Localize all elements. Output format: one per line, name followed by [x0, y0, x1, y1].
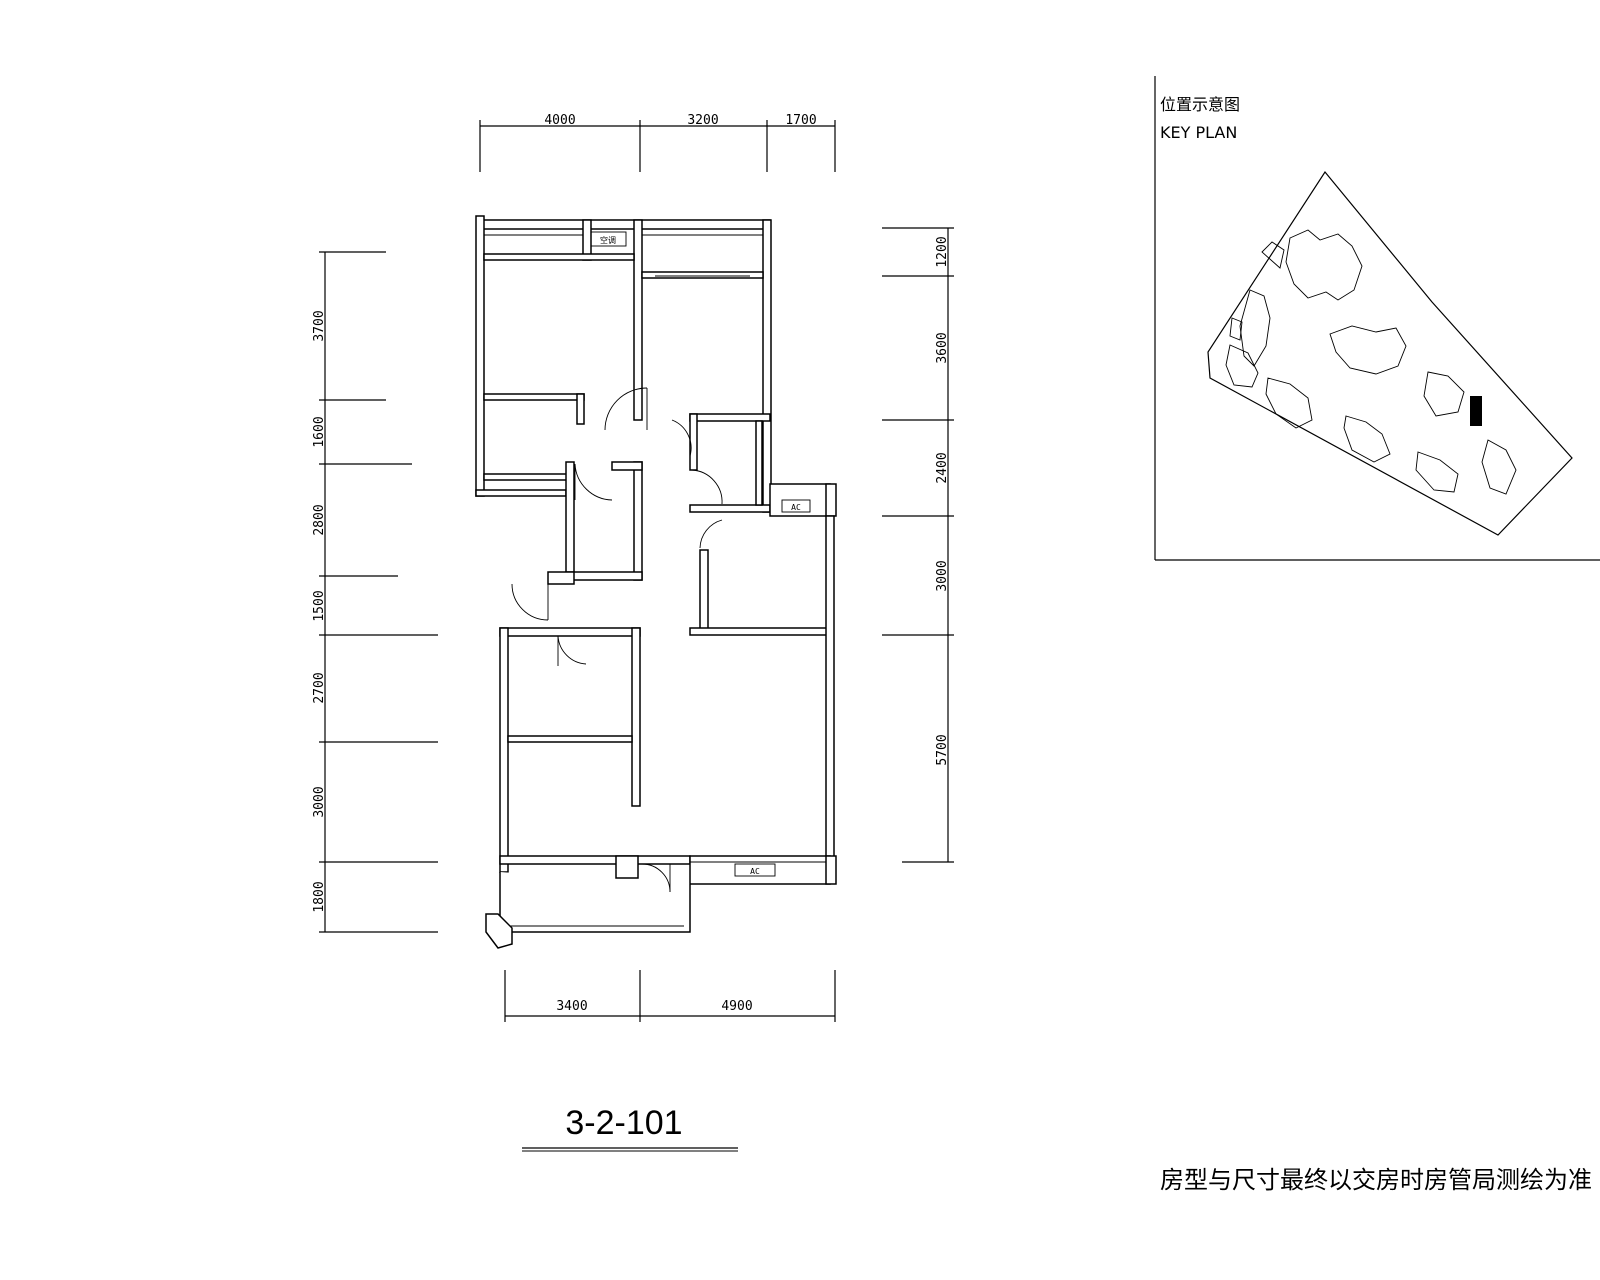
right-dim-2: 3600: [935, 332, 950, 363]
top-dimension-line: 4000 3200 1700: [479, 113, 836, 172]
left-dim-2: 1600: [312, 416, 327, 447]
key-plan-buildings: [1225, 229, 1517, 495]
left-dimension-line: 3700 1600 2800 1500 2700 3000 1800: [312, 251, 438, 933]
top-dim-2: 3200: [687, 113, 718, 128]
right-dimension-line: 1200 3600 2400 3000 5700: [882, 227, 954, 863]
top-dim-3: 1700: [785, 113, 816, 128]
right-dim-3: 2400: [935, 452, 950, 483]
floor-plan: 空调 AC: [475, 215, 837, 949]
left-dim-4: 1500: [312, 590, 327, 621]
bottom-dim-2: 4900: [721, 999, 752, 1014]
unit-label: 3-2-101: [565, 1104, 682, 1142]
left-dim-6: 3000: [312, 786, 327, 817]
ac-label-east: AC: [791, 503, 801, 512]
left-dim-5: 2700: [312, 672, 327, 703]
key-plan-title-cn: 位置示意图: [1160, 95, 1240, 114]
footer-note: 房型与尺寸最终以交房时房管局测绘为准: [1160, 1166, 1592, 1194]
top-dim-1: 4000: [544, 113, 575, 128]
left-dim-3: 2800: [312, 504, 327, 535]
key-plan-title-en: KEY PLAN: [1160, 123, 1237, 142]
bottom-dim-1: 3400: [556, 999, 587, 1014]
ac-label-south: AC: [750, 867, 760, 876]
right-dim-1: 1200: [935, 236, 950, 267]
left-dim-7: 1800: [312, 881, 327, 912]
unit-title: 3-2-101: [522, 1104, 738, 1152]
bottom-dimension-line: 3400 4900: [504, 970, 836, 1022]
left-dim-1: 3700: [312, 310, 327, 341]
right-dim-5: 5700: [935, 734, 950, 765]
right-dim-4: 3000: [935, 560, 950, 591]
ac-label-north: 空调: [600, 235, 616, 245]
key-plan: 位置示意图 KEY PLAN: [1154, 76, 1600, 561]
